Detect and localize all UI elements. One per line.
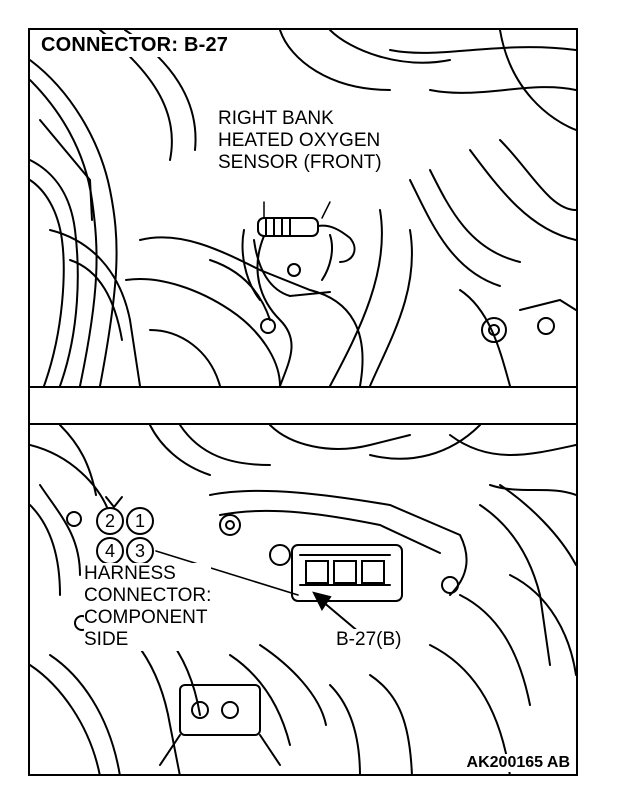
connector-title: CONNECTOR: B-27: [38, 34, 232, 57]
sensor-label-line-1: RIGHT BANK: [218, 108, 334, 129]
sensor-label-line-2: HEATED OXYGEN: [218, 130, 381, 151]
diagram-frame: CONNECTOR: B-27 RIGHT BANK HEATED OXYGEN…: [28, 28, 578, 776]
sensor-callout-label: RIGHT BANK HEATED OXYGEN SENSOR (FRONT): [218, 108, 382, 174]
sensor-label-line-3: SENSOR (FRONT): [218, 152, 382, 173]
connector-callout-label: B-27(B): [336, 629, 402, 651]
bottom-panel-connector-view: 2 1 4 3 HARNESS CONNECTOR: COMPONENT SID…: [30, 423, 576, 776]
connector-pin: 4: [96, 537, 124, 565]
connector-pin: 3: [126, 537, 154, 565]
figure-code: AK200165 AB: [464, 754, 572, 772]
panel-gap: [30, 388, 576, 423]
engine-line-drawing-top: [30, 30, 576, 386]
connector-pin-diagram: 2 1 4 3: [96, 503, 160, 565]
harness-label-line-4: SIDE: [84, 629, 129, 650]
harness-connector-label: HARNESS CONNECTOR: COMPONENT SIDE: [84, 563, 212, 651]
connector-pin: 1: [126, 507, 154, 535]
harness-label-line-2: CONNECTOR:: [84, 585, 212, 606]
harness-label-line-3: COMPONENT: [84, 607, 208, 628]
harness-label-line-1: HARNESS: [84, 563, 176, 584]
top-panel-engine-view: CONNECTOR: B-27 RIGHT BANK HEATED OXYGEN…: [30, 30, 576, 388]
connector-pin: 2: [96, 507, 124, 535]
